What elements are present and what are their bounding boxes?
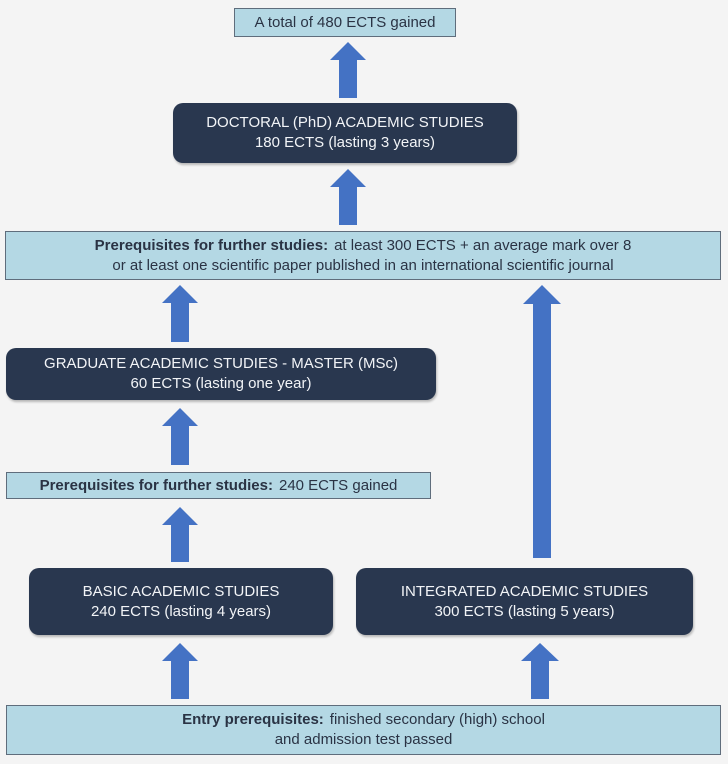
total-ects-text: A total of 480 ECTS gained [254, 14, 436, 31]
entry-prereq-label: Entry prerequisites: [182, 711, 324, 728]
entry-prereq-line1: finished secondary (high) school [329, 711, 545, 728]
arrow-up-icon [162, 285, 198, 342]
entry-prereq-box: Entry prerequisites: finished secondary (… [6, 705, 721, 755]
doctoral-studies-box: DOCTORAL (PhD) ACADEMIC STUDIES 180 ECTS… [173, 103, 517, 163]
prereq-master-text: 240 ECTS gained [278, 477, 398, 494]
basic-title: BASIC ACADEMIC STUDIES [82, 582, 280, 600]
prereq-doctoral-box: Prerequisites for further studies: at lea… [5, 231, 721, 280]
arrow-up-icon [330, 169, 366, 225]
doctoral-ects: 180 ECTS (lasting 3 years) [254, 134, 436, 151]
integrated-title: INTEGRATED ACADEMIC STUDIES [400, 582, 649, 600]
master-ects: 60 ECTS (lasting one year) [130, 375, 312, 392]
arrow-up-icon [162, 507, 198, 562]
doctoral-title: DOCTORAL (PhD) ACADEMIC STUDIES [206, 114, 484, 131]
basic-studies-box: BASIC ACADEMIC STUDIES 240 ECTS (lasting… [29, 568, 333, 635]
total-ects-box: A total of 480 ECTS gained [234, 8, 456, 37]
arrow-up-icon [521, 643, 559, 699]
prereq-doctoral-line2: or at least one scientific paper publish… [112, 257, 614, 274]
basic-ects: 240 ECTS (lasting 4 years) [90, 602, 272, 620]
prereq-master-box: Prerequisites for further studies: 240 EC… [6, 472, 431, 499]
integrated-ects: 300 ECTS (lasting 5 years) [434, 602, 615, 620]
long-arrow-up-icon [523, 285, 561, 558]
entry-prereq-line2: and admission test passed [274, 731, 453, 748]
prereq-doctoral-label: Prerequisites for further studies: [94, 237, 329, 254]
integrated-studies-box: INTEGRATED ACADEMIC STUDIES 300 ECTS (la… [356, 568, 693, 635]
master-studies-box: GRADUATE ACADEMIC STUDIES - MASTER (MSc)… [6, 348, 436, 400]
prereq-master-label: Prerequisites for further studies: [39, 477, 273, 494]
arrow-up-icon [162, 643, 198, 699]
arrow-up-icon [162, 408, 198, 465]
master-title: GRADUATE ACADEMIC STUDIES - MASTER (MSc) [44, 355, 398, 372]
prereq-doctoral-line1: at least 300 ECTS + an average mark over… [334, 237, 632, 254]
arrow-up-icon [330, 42, 366, 98]
